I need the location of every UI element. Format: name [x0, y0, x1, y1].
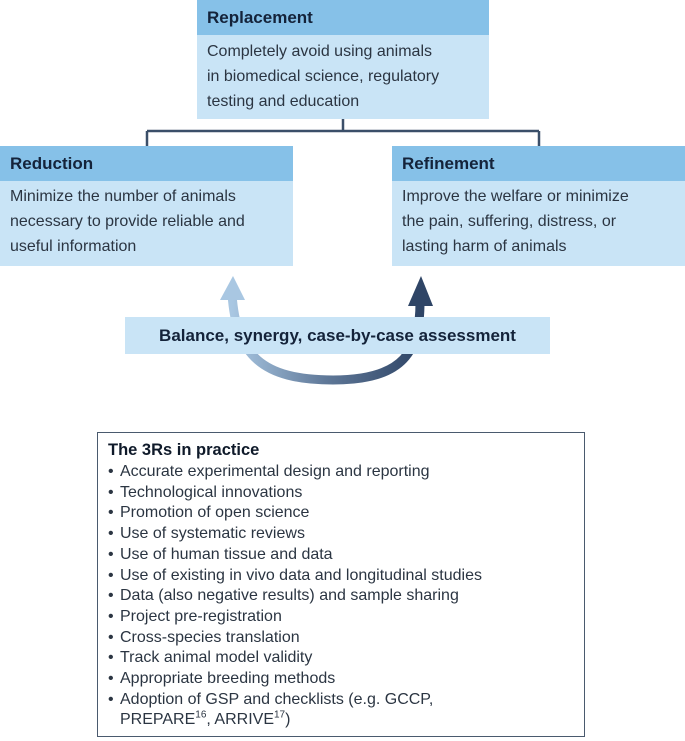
list-item: •Technological innovations [108, 483, 303, 501]
replacement-box: Replacement Completely avoid using anima… [197, 0, 489, 119]
list-item: •Use of systematic reviews [108, 525, 305, 543]
prepare-reference: 16 [195, 710, 207, 722]
list-item: •Adoption of GSP and checklists (e.g. GC… [108, 690, 434, 708]
replacement-description: Completely avoid using animals in biomed… [197, 35, 489, 119]
refinement-line-2: the pain, suffering, distress, or [402, 213, 617, 230]
arrive-reference: 17 [274, 710, 286, 722]
list-item: •Use of existing in vivo data and longit… [108, 566, 482, 584]
list-item: •Cross-species translation [108, 628, 300, 646]
balance-label: Balance, synergy, case-by-case assessmen… [125, 317, 550, 354]
list-item: •Appropriate breeding methods [108, 670, 336, 688]
refinement-line-1: Improve the welfare or minimize [402, 188, 629, 205]
refinement-box: Refinement Improve the welfare or minimi… [392, 146, 685, 266]
list-item-continuation: PREPARE16, ARRIVE17) [120, 710, 291, 729]
arrow-up-right-head-icon [408, 276, 433, 306]
tree-connector-lines [145, 119, 541, 146]
refinement-line-3: lasting harm of animals [402, 238, 567, 255]
practice-title: The 3Rs in practice [108, 441, 260, 459]
arrive-text: ARRIVE [214, 711, 274, 729]
reduction-line-1: Minimize the number of animals [10, 188, 236, 205]
reduction-description: Minimize the number of animals necessary… [0, 181, 293, 266]
refinement-title: Refinement [392, 146, 685, 181]
list-item: •Use of human tissue and data [108, 545, 333, 563]
reduction-box: Reduction Minimize the number of animals… [0, 146, 293, 266]
reduction-line-3: useful information [10, 238, 137, 255]
practice-list: •Accurate experimental design and report… [108, 462, 574, 731]
practice-box: The 3Rs in practice •Accurate experiment… [97, 432, 585, 737]
list-item: •Data (also negative results) and sample… [108, 587, 459, 605]
replacement-title: Replacement [197, 0, 489, 35]
prepare-text: PREPARE [120, 711, 196, 729]
reduction-line-2: necessary to provide reliable and [10, 213, 245, 230]
replacement-line-1: Completely avoid using animals [207, 43, 432, 60]
list-item: •Project pre-registration [108, 607, 282, 625]
replacement-line-2: in biomedical science, regulatory [207, 68, 440, 85]
list-item: •Accurate experimental design and report… [108, 463, 430, 480]
replacement-line-3: testing and education [207, 93, 360, 110]
refinement-description: Improve the welfare or minimize the pain… [392, 181, 685, 266]
list-item: •Promotion of open science [108, 504, 310, 522]
arrow-up-left-head-icon [220, 276, 245, 300]
reduction-title: Reduction [0, 146, 293, 181]
list-item: •Track animal model validity [108, 649, 313, 667]
